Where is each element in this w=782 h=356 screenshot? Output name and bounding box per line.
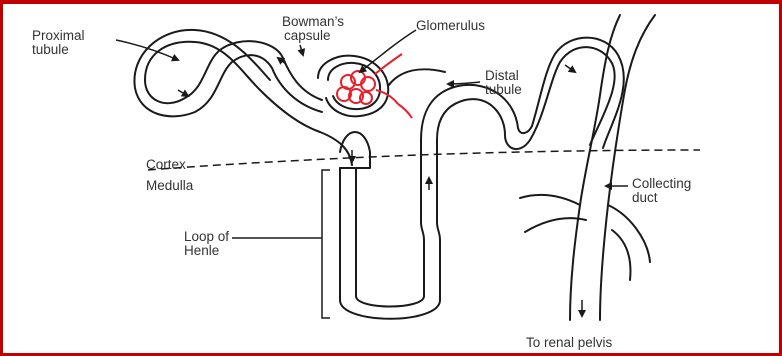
cortex-medulla-boundary bbox=[148, 150, 700, 170]
label-bowmans-capsule-1: Bowman’s bbox=[282, 14, 344, 29]
loop-bracket bbox=[322, 170, 330, 318]
label-glomerulus: Glomerulus bbox=[416, 18, 485, 33]
label-distal-tubule-2: tubule bbox=[485, 82, 522, 97]
label-bowmans-capsule-2: capsule bbox=[284, 28, 331, 43]
flow-arrow-5 bbox=[565, 65, 575, 72]
label-cortex: Cortex bbox=[146, 157, 186, 172]
glomerulus-pointer bbox=[360, 30, 416, 72]
label-loop-of-henle-1: Loop of bbox=[184, 229, 229, 244]
distal-tubule bbox=[437, 47, 615, 149]
flow-arrow-1 bbox=[178, 90, 188, 96]
distal-pointer bbox=[448, 82, 480, 84]
label-collecting-duct-2: duct bbox=[632, 190, 658, 205]
label-renal-pelvis: To renal pelvis bbox=[526, 335, 612, 350]
label-distal-tubule-1: Distal bbox=[485, 68, 519, 83]
label-loop-of-henle-2: Henle bbox=[184, 243, 219, 258]
label-proximal-tubule-2: tubule bbox=[32, 42, 69, 57]
label-proximal-tubule-1: Proximal bbox=[32, 28, 85, 43]
label-medulla: Medulla bbox=[146, 178, 193, 193]
bowman-pointer bbox=[300, 45, 303, 55]
label-collecting-duct-1: Collecting bbox=[632, 176, 691, 191]
loop-ascending-limb bbox=[437, 140, 440, 300]
